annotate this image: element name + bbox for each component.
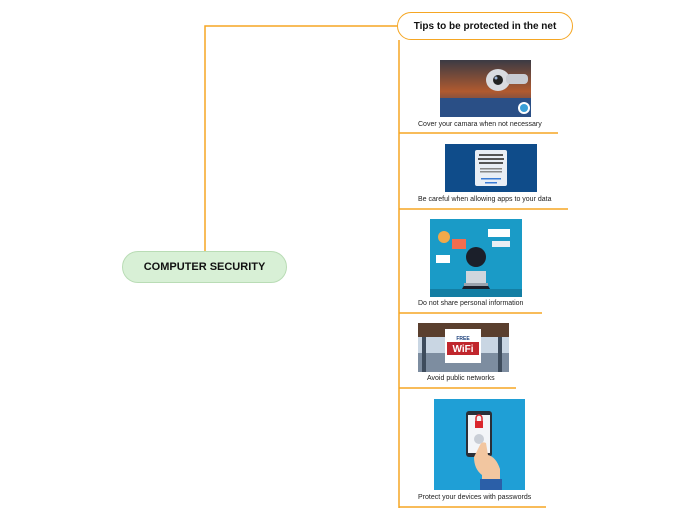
topic-node-label: Tips to be protected in the net xyxy=(413,20,557,32)
item-label: Protect your devices with passwords xyxy=(418,494,532,501)
wifi-sign-text-free: FREE xyxy=(456,336,470,342)
permission-dialog-image[interactable] xyxy=(445,144,537,192)
free-wifi-photo[interactable]: FREE WiFi xyxy=(418,323,509,372)
phone-image xyxy=(434,399,525,490)
dialog-image xyxy=(445,144,537,192)
webcam-photo[interactable] xyxy=(440,60,531,117)
item-label: Do not share personal information xyxy=(418,300,524,307)
wifi-sign-image: FREE WiFi xyxy=(418,323,509,372)
webcam-image xyxy=(440,60,531,117)
item-label: Avoid public networks xyxy=(427,375,495,382)
wifi-sign-text-wifi: WiFi xyxy=(452,344,473,355)
root-node-label: COMPUTER SECURITY xyxy=(143,261,266,273)
item-label: Cover your camara when not necessary xyxy=(418,121,542,128)
item-label: Be careful when allowing apps to your da… xyxy=(418,196,552,203)
root-node[interactable]: COMPUTER SECURITY xyxy=(122,251,287,283)
phone-lock-image[interactable] xyxy=(434,399,525,490)
topic-node[interactable]: Tips to be protected in the net xyxy=(397,12,573,40)
hacker-illustration-image[interactable] xyxy=(430,219,522,297)
hacker-image xyxy=(430,219,522,297)
